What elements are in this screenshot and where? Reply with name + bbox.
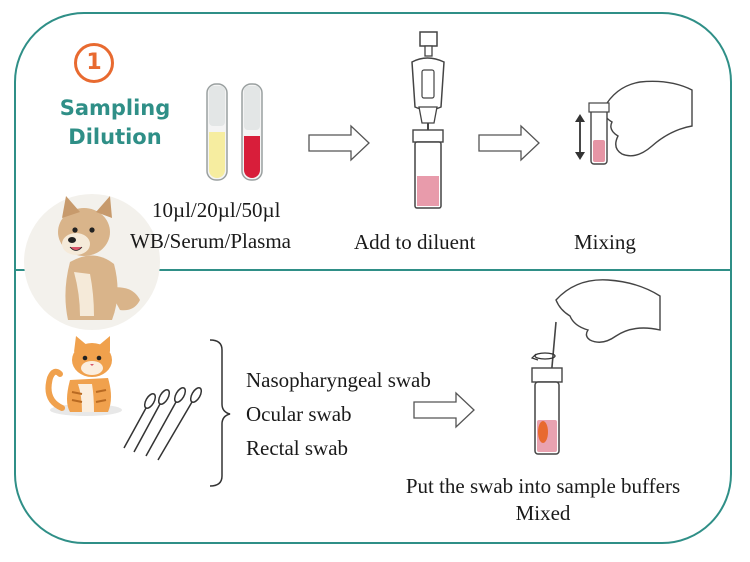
step-title: Sampling Dilution [50, 94, 180, 152]
blood-tube-icon [241, 83, 263, 181]
hand-mixing-icon [575, 80, 693, 165]
arrow-right-icon [413, 391, 475, 429]
swab-type-ocular: Ocular swab [246, 402, 352, 426]
swab-into-tube-icon [530, 279, 661, 455]
mixing-label: Mixing [574, 230, 636, 254]
test-tubes-icon [206, 83, 263, 181]
step-number-badge: 1 [74, 43, 114, 83]
grouping-brace [209, 339, 231, 487]
swab-type-rectal: Rectal swab [246, 436, 349, 460]
add-to-diluent-label: Add to diluent [354, 230, 476, 254]
outer-frame [14, 12, 732, 544]
pipette-tube-icon [411, 31, 445, 209]
result-label-line1: Put the swab into sample buffers [405, 474, 681, 498]
step-title-line1: Sampling [59, 96, 171, 120]
swabs-icon [123, 387, 203, 461]
sample-types-label: WB/Serum/Plasma [130, 229, 291, 253]
step-title-line2: Dilution [68, 125, 162, 149]
result-label-line2: Mixed [515, 501, 571, 525]
cat-illustration [45, 336, 122, 416]
arrow-right-icon [308, 124, 370, 162]
dog-illustration [24, 194, 160, 330]
section-divider [16, 269, 732, 271]
serum-tube-icon [206, 83, 228, 181]
arrow-right-icon [478, 124, 540, 162]
swab-type-nasopharyngeal: Nasopharyngeal swab [246, 368, 431, 392]
volumes-label: 10µl/20µl/50µl [152, 198, 281, 222]
